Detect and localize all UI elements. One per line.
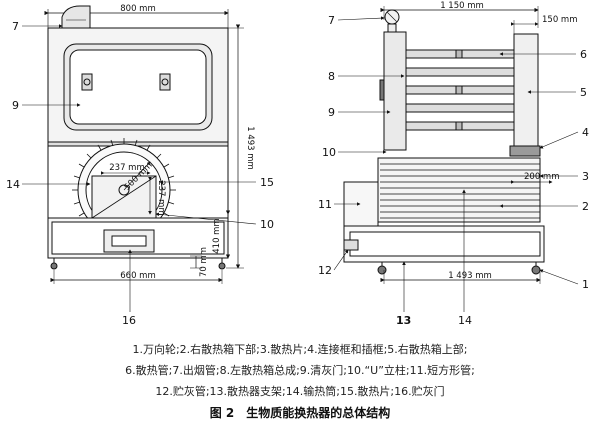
callout-side-2: 2 xyxy=(582,200,589,213)
front-dim-1493: 1 493 mm xyxy=(245,126,255,170)
side-dim-1150: 1 150 mm xyxy=(440,1,484,11)
callout-side-11: 11 xyxy=(318,198,332,211)
front-view xyxy=(22,5,257,312)
front-dim-800: 800 mm xyxy=(120,4,156,14)
callout-side-12: 12 xyxy=(318,264,332,277)
callout-front-10: 10 xyxy=(260,218,274,231)
side-dim-1493: 1 493 mm xyxy=(448,271,492,281)
callout-side-6: 6 xyxy=(580,48,587,61)
callout-front-7: 7 xyxy=(12,20,19,33)
callout-side-5: 5 xyxy=(580,86,587,99)
callout-side-14: 14 xyxy=(458,314,472,327)
callout-front-14: 14 xyxy=(6,178,20,191)
figure-caption: 图 2 生物质能换热器的总体结构 xyxy=(209,406,391,420)
legend-line-1: 1.万向轮;2.右散热箱下部;3.散热片;4.连接框和插框;5.右散热箱上部; xyxy=(132,343,468,356)
side-dim-150: 150 mm xyxy=(542,15,578,25)
side-view xyxy=(333,6,579,312)
heat-exchanger-drawing: 800 mm 1 493 mm 237 mm 500 mm 237 mm 410… xyxy=(6,1,589,327)
legend-line-2: 6.散热管;7.出烟管;8.左散热箱总成;9.清灰门;10.“U”立柱;11.短… xyxy=(125,364,475,377)
front-dim-237h: 237 mm xyxy=(109,163,145,173)
callout-side-7: 7 xyxy=(328,14,335,27)
front-dim-660: 660 mm xyxy=(120,271,156,281)
front-dim-70: 70 mm xyxy=(199,247,209,277)
callout-side-4: 4 xyxy=(582,126,589,139)
legend-line-3: 12.贮灰管;13.散热器支架;14.输热筒;15.散热片;16.贮灰门 xyxy=(155,385,445,398)
side-dim-200: 200 mm xyxy=(524,172,560,182)
callout-side-3: 3 xyxy=(582,170,589,183)
callout-side-13: 13 xyxy=(396,314,411,327)
callout-side-10: 10 xyxy=(322,146,336,159)
callout-side-9: 9 xyxy=(328,106,335,119)
callout-front-9: 9 xyxy=(12,99,19,112)
callout-front-15: 15 xyxy=(260,176,274,189)
callout-front-16: 16 xyxy=(122,314,136,327)
callout-side-1: 1 xyxy=(582,278,589,291)
callout-side-8: 8 xyxy=(328,70,335,83)
front-dim-410: 410 mm xyxy=(212,218,222,254)
front-dim-237v: 237 mm xyxy=(156,180,166,216)
